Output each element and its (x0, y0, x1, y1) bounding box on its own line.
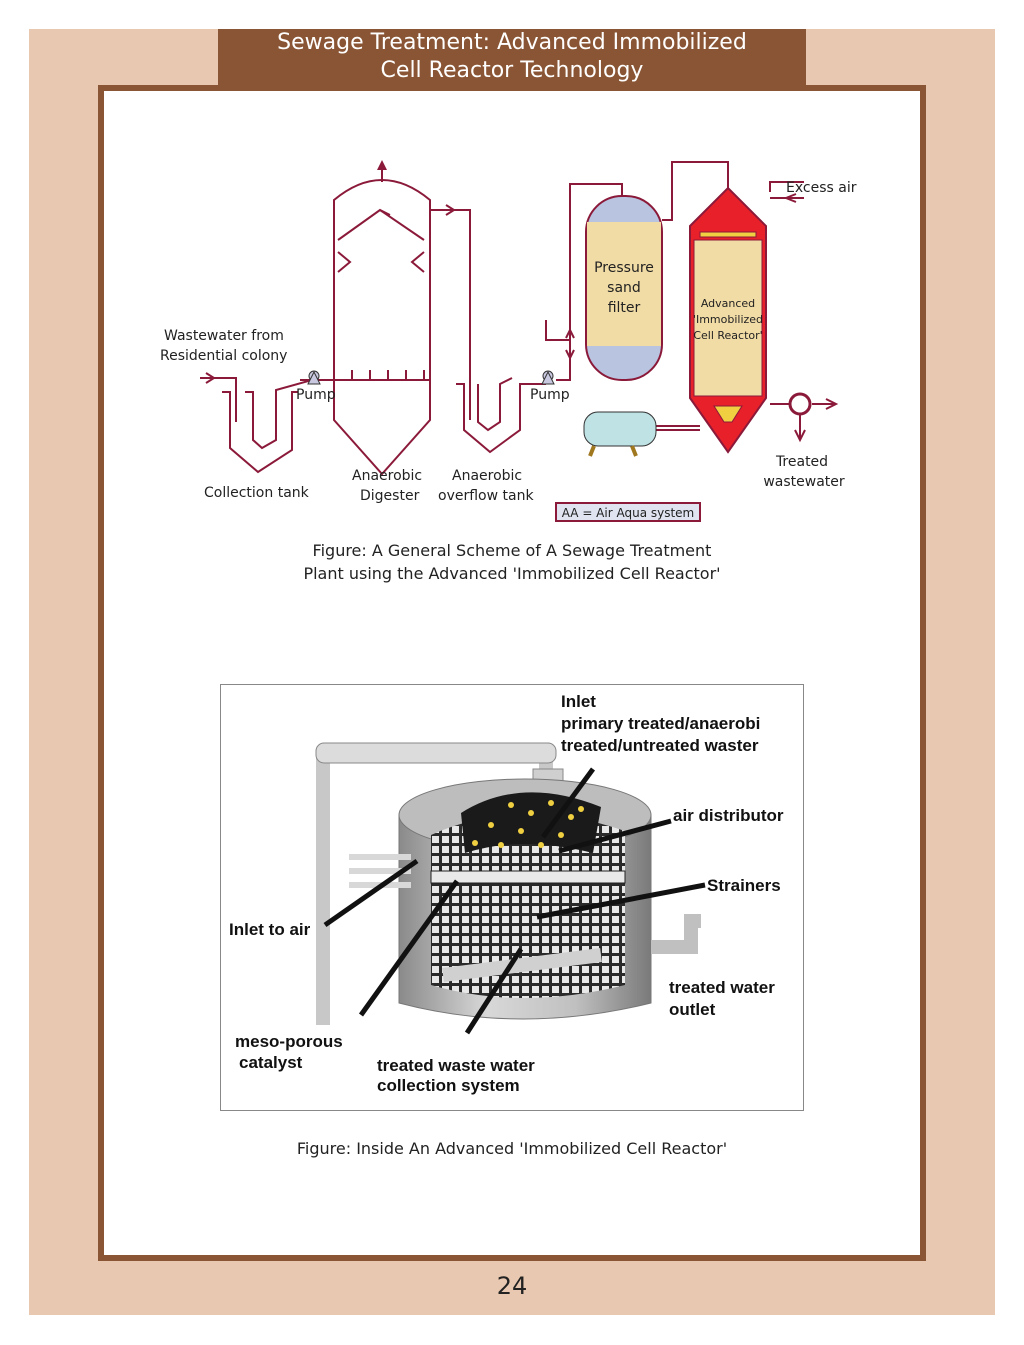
figure-2-caption: Figure: Inside An Advanced 'Immobilized … (296, 1139, 728, 1158)
air-aqua-tank (583, 411, 657, 457)
collection-label-2: collection system (377, 1076, 520, 1095)
figure-1-caption-line-2: Plant using the Advanced 'Immobilized Ce… (303, 564, 721, 583)
reactor-interior-illustration: Inlet primary treated/anaerobi treated/u… (229, 692, 784, 1095)
reactor-label-1: Advanced (701, 297, 755, 310)
catalyst-label-2: catalyst (239, 1053, 303, 1072)
anaerobic-digester (333, 179, 431, 476)
inlet-label-1: Inlet (561, 692, 596, 711)
immobilized-cell-reactor (689, 186, 767, 454)
filter-label-1: Pressure (594, 260, 654, 276)
wastewater-label-1: Wastewater from (164, 328, 284, 344)
strainers-label: Strainers (707, 876, 781, 895)
overflow-label-1: Anaerobic (452, 468, 522, 484)
pump-2-label: Pump (530, 387, 570, 403)
treated-label-2: wastewater (763, 474, 845, 490)
title-line-1: Sewage Treatment: Advanced Immobilized (277, 30, 747, 55)
inlet-label-2: primary treated/anaerobi (561, 714, 760, 733)
aa-legend-box (555, 502, 701, 522)
page-title: Sewage Treatment: Advanced Immobilized C… (218, 29, 806, 85)
pressure-sand-filter (585, 195, 663, 381)
inlet-label-3: treated/untreated waster (561, 736, 759, 755)
inlet-to-air-label: Inlet to air (229, 920, 311, 939)
process-scheme-diagram: Wastewater from Residential colony Pump … (160, 160, 857, 522)
treated-label-1: Treated (775, 454, 828, 470)
overflow-tank (456, 383, 546, 454)
catalyst-label-1: meso-porous (235, 1032, 343, 1051)
wastewater-label-2: Residential colony (160, 348, 287, 364)
figure-1-caption-line-1: Figure: A General Scheme of A Sewage Tre… (312, 541, 712, 560)
digester-label-1: Anaerobic (352, 468, 422, 484)
collection-label-1: treated waste water (377, 1056, 535, 1075)
filter-label-2: sand (607, 280, 641, 296)
reactor-interior-figure: Inlet primary treated/anaerobi treated/u… (220, 684, 804, 1111)
title-line-2: Cell Reactor Technology (380, 58, 644, 83)
reactor-label-3: Cell Reactor' (693, 329, 762, 342)
digester-label-2: Digester (360, 488, 420, 504)
pump-1-icon (307, 370, 321, 385)
outlet-valve-icon (788, 392, 812, 416)
filter-label-3: filter (608, 300, 641, 316)
treated-outlet-label-2: outlet (669, 1000, 716, 1019)
overflow-label-2: overflow tank (438, 488, 534, 504)
reactor-label-2: 'Immobilized (693, 313, 763, 326)
excess-air-label: Excess air (786, 180, 857, 196)
inlet-arrow (200, 377, 237, 422)
pump-2-icon (541, 370, 555, 385)
pump-1-label: Pump (296, 387, 336, 403)
collection-tank-label: Collection tank (204, 485, 310, 501)
air-distributor-label: air distributor (673, 806, 784, 825)
treated-outlet-label-1: treated water (669, 978, 775, 997)
collection-tank (222, 391, 298, 474)
figure-1-caption: Figure: A General Scheme of A Sewage Tre… (0, 539, 1024, 585)
aa-legend-label: AA = Air Aqua system (562, 506, 695, 520)
page-number: 24 (496, 1272, 528, 1300)
